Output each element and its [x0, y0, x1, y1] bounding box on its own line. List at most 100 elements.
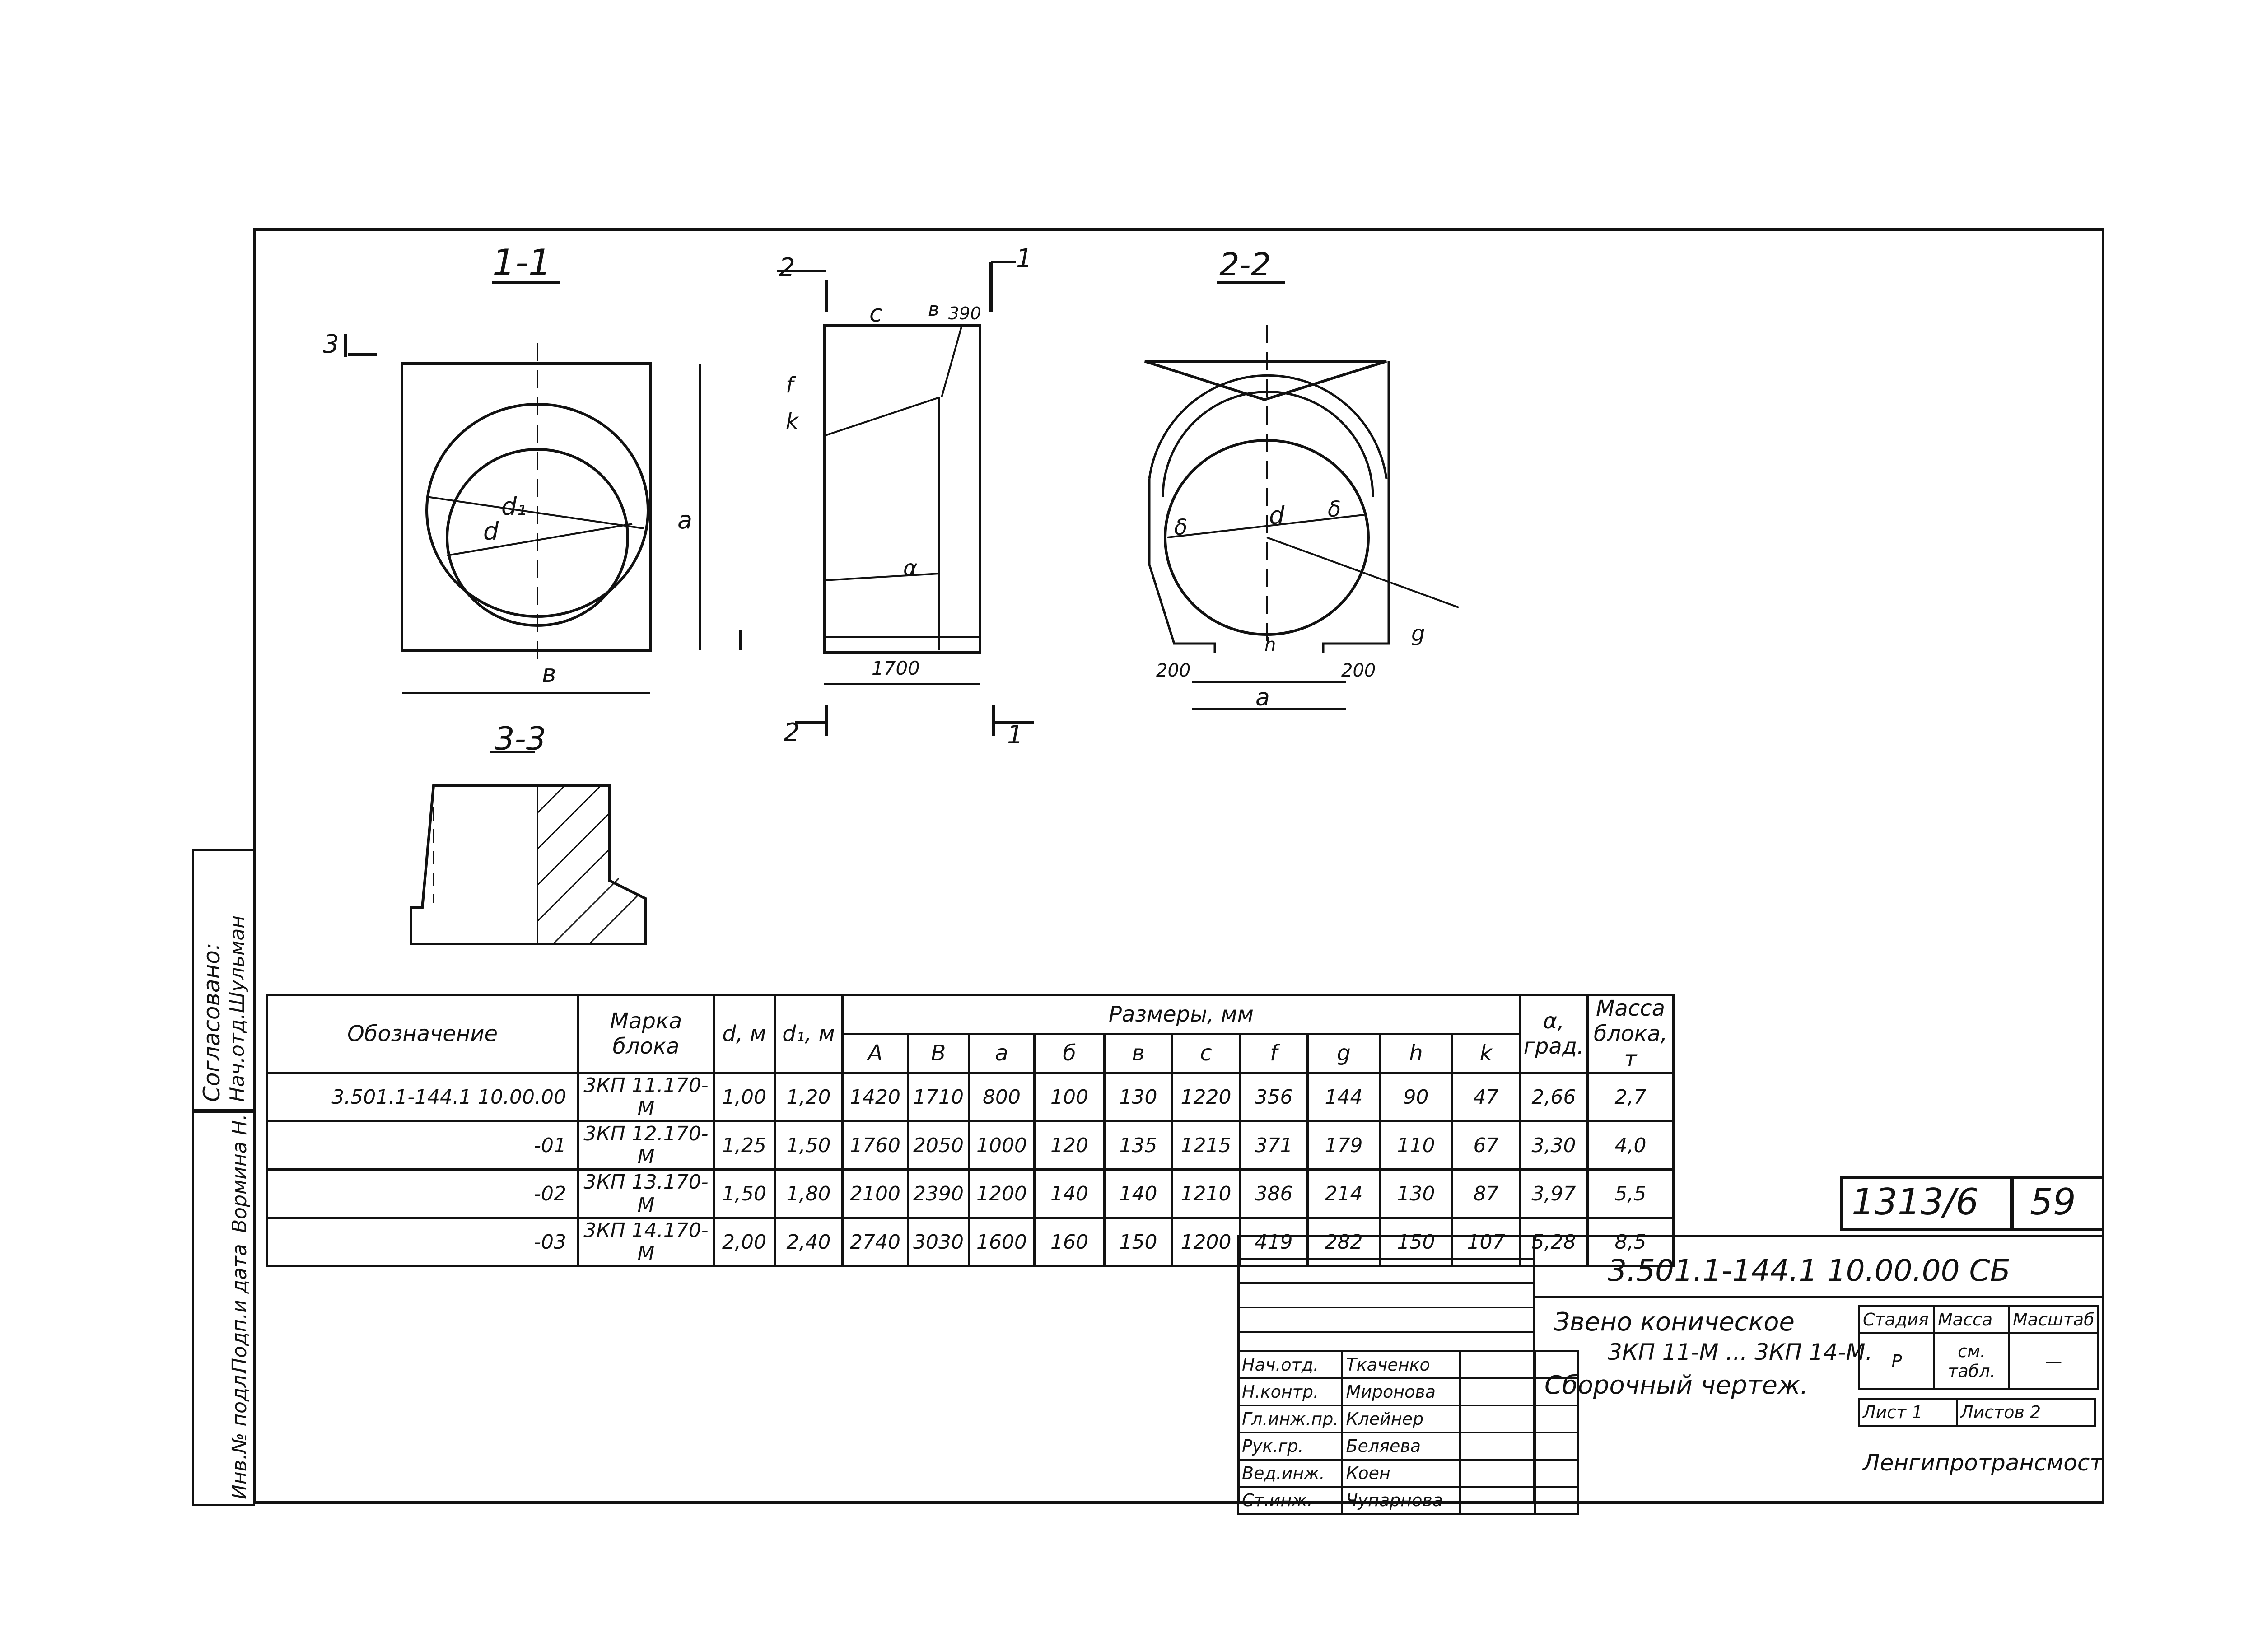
stage-table: Стадия Масса Масштаб Р см. табл. — — [1858, 1305, 2099, 1390]
head-col: B — [907, 1032, 970, 1074]
dim-200-left: 200 — [1156, 660, 1191, 681]
sheet-label: Лист 1 — [1858, 1398, 1958, 1427]
cell-value: 1600 — [968, 1217, 1036, 1267]
sig-name: Клейнер — [1341, 1405, 1461, 1433]
cell-mass: 8,5 — [1586, 1217, 1675, 1267]
dim-a-2-2: a — [1255, 684, 1270, 711]
cell-designation: -03 — [266, 1217, 579, 1267]
side-dept: Нач.отд.Шульман — [226, 915, 249, 1102]
section-2-2-title: 2-2 — [1219, 246, 1271, 283]
sig-role: Гл.инж.пр. — [1237, 1405, 1344, 1433]
dim-b-label: в — [542, 659, 556, 688]
head-d: d, м — [713, 994, 776, 1074]
cell-value: 356 — [1239, 1072, 1309, 1122]
head-col: a — [968, 1032, 1036, 1074]
section-3-3-title: 3-3 — [495, 720, 546, 757]
cell-designation: -02 — [266, 1168, 579, 1219]
section-1-1-title: 1-1 — [492, 242, 551, 284]
cut-1-bottom: 1 — [1007, 720, 1023, 750]
side-sign-date: Подп.и дата — [228, 1244, 251, 1373]
d-label-2-2: d — [1269, 501, 1285, 530]
signature-row: Рук.гр. Беляева — [1237, 1432, 1580, 1461]
cell-designation: 3.501.1-144.1 10.00.00 — [266, 1072, 579, 1122]
h-label: h — [1264, 635, 1276, 655]
revision-lines — [1237, 1235, 1533, 1350]
signature-row: Н.контр. Миронова — [1237, 1377, 1580, 1406]
delta-right: δ — [1328, 497, 1341, 522]
sig-role: Рук.гр. — [1237, 1432, 1344, 1461]
spec-head-row-1: Обозначение Марка блока d, м d₁, м Разме… — [266, 994, 1675, 1074]
table-row: -02 3КП 13.170-М 1,50 1,80 2100 2390 120… — [266, 1168, 1675, 1219]
delta-left: δ — [1174, 515, 1188, 540]
dim-200-right: 200 — [1341, 660, 1376, 681]
hatch-3-3 — [537, 785, 640, 945]
f-label: f — [786, 373, 793, 398]
table-row: -01 3КП 12.170-М 1,25 1,50 1760 2050 100… — [266, 1120, 1675, 1171]
dim-a-label: a — [677, 506, 693, 534]
head-d1: d₁, м — [774, 994, 844, 1074]
spec-head-row-2: A B a б в c f g h k — [267, 1032, 1674, 1074]
cell-value: 1210 — [1171, 1168, 1241, 1219]
cell-value: 67 — [1451, 1120, 1521, 1171]
cut-2-top: 2 — [779, 253, 795, 282]
head-col: g — [1306, 1032, 1381, 1074]
cell-value: 140 — [1103, 1168, 1173, 1219]
cell-value: 800 — [968, 1072, 1036, 1122]
cell-value: 371 — [1239, 1120, 1309, 1171]
cell-value: 140 — [1033, 1168, 1106, 1219]
signature-row: Гл.инж.пр. Клейнер — [1237, 1405, 1580, 1433]
sheet-table: Лист 1 Листов 2 — [1858, 1398, 2096, 1427]
cell-alpha: 3,30 — [1519, 1120, 1589, 1171]
sig-signature — [1459, 1377, 1536, 1406]
cell-value: 120 — [1033, 1120, 1106, 1171]
stage-value: Р — [1858, 1332, 1935, 1390]
signature-row: Ст.инж. Чупарнова — [1237, 1486, 1580, 1515]
signature-row: Вед.инж. Коен — [1237, 1459, 1580, 1488]
drawing-title-2: 3КП 11-М ... 3КП 14-М. — [1608, 1339, 1873, 1365]
table-row: 3.501.1-144.1 10.00.00 3КП 11.170-М 1,00… — [266, 1072, 1675, 1122]
cell-value: 1420 — [841, 1072, 909, 1122]
cell-alpha: 2,66 — [1519, 1072, 1589, 1122]
cell-value: 100 — [1033, 1072, 1106, 1122]
drawing-code: 3.501.1-144.1 10.00.00 СБ — [1608, 1253, 2011, 1288]
cell-value: 87 — [1451, 1168, 1521, 1219]
sig-name: Коен — [1341, 1459, 1461, 1488]
sig-name: Чупарнова — [1341, 1486, 1461, 1515]
head-col: б — [1033, 1032, 1106, 1074]
organization: Ленгипротрансмост — [1863, 1450, 2103, 1476]
sig-date — [1534, 1350, 1580, 1379]
d1-label-1-1: d₁ — [501, 492, 527, 521]
cell-value: 1760 — [841, 1120, 909, 1171]
cell-value: 1710 — [907, 1072, 970, 1122]
side-strip-agreed — [192, 849, 255, 1111]
c-label: c — [869, 300, 882, 327]
cell-mark: 3КП 14.170-М — [577, 1217, 715, 1267]
head-sizes: Размеры, мм — [841, 994, 1521, 1035]
cell-value: 130 — [1379, 1168, 1453, 1219]
b-label-side: в — [928, 298, 939, 320]
sig-signature — [1459, 1459, 1536, 1488]
cell-mass: 2,7 — [1586, 1072, 1675, 1122]
side-strip-inv — [192, 1111, 255, 1506]
k-label: k — [786, 409, 798, 434]
album-number-box — [1840, 1176, 2012, 1231]
head-alpha: α, град. — [1519, 994, 1589, 1074]
side-agreed: Согласовано: — [199, 943, 225, 1102]
sig-date — [1534, 1405, 1580, 1433]
cut-label-3: 3 — [323, 330, 339, 359]
cell-designation: -01 — [266, 1120, 579, 1171]
cell-value: 2390 — [907, 1168, 970, 1219]
head-col: в — [1103, 1032, 1173, 1074]
cell-value: 150 — [1103, 1217, 1173, 1267]
cell-mass: 4,0 — [1586, 1120, 1675, 1171]
page-number-box — [2012, 1176, 2104, 1231]
cell-value: 2740 — [841, 1217, 909, 1267]
sheets-label: Листов 2 — [1956, 1398, 2096, 1427]
cell-d1: 2,40 — [774, 1217, 844, 1267]
album-number: 1313/6 — [1852, 1181, 1979, 1223]
sig-date — [1534, 1432, 1580, 1461]
cell-value: 2050 — [907, 1120, 970, 1171]
width-1700: 1700 — [872, 657, 920, 679]
spec-table: Обозначение Марка блока d, м d₁, м Разме… — [266, 994, 1675, 1267]
d-label-1-1: d — [483, 517, 499, 546]
